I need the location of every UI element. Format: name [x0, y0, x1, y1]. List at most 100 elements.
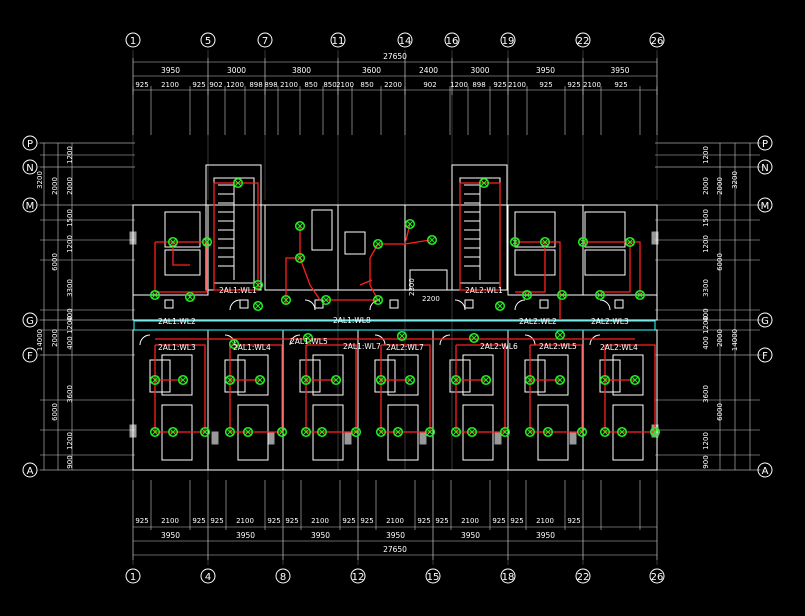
dim-text: 3950 — [610, 66, 629, 75]
dim-text: 14000 — [731, 329, 739, 351]
dim-text: 3950 — [536, 66, 555, 75]
light-fixture — [280, 294, 292, 306]
dim-text: 400 — [66, 336, 74, 349]
axis-bubble — [757, 197, 773, 213]
door-arc — [514, 299, 526, 311]
wall — [507, 204, 584, 296]
dim-text: 3600 — [702, 385, 710, 403]
fixture-ring — [629, 374, 641, 386]
fixture-cross — [596, 291, 604, 299]
dim-text: 900 — [66, 455, 74, 468]
light-fixture — [242, 426, 254, 438]
dim-text: 2100 — [280, 81, 298, 89]
fixture-ring — [649, 426, 661, 438]
dim-text: 3300 — [702, 279, 710, 297]
axis-bubble — [22, 197, 38, 213]
wall — [299, 359, 321, 393]
light-fixture — [167, 426, 179, 438]
fixture-cross — [296, 222, 304, 230]
fixture-cross — [428, 236, 436, 244]
light-fixture — [404, 374, 416, 386]
fixture-cross — [406, 376, 414, 384]
walls — [129, 164, 659, 471]
axis-bubble — [575, 568, 591, 584]
dim-text: 3950 — [311, 531, 330, 540]
dim-text: 3950 — [461, 531, 480, 540]
light-fixture — [372, 238, 384, 250]
axis-bubble — [22, 159, 38, 175]
light-fixture — [494, 300, 506, 312]
axis-label-top: 16 — [446, 36, 459, 47]
axis-bubble — [125, 32, 141, 48]
axis-bubble — [649, 32, 665, 48]
fixture-ring — [594, 289, 606, 301]
wall — [224, 359, 246, 393]
dim-text: 902 — [209, 81, 222, 89]
fixture-cross — [186, 293, 194, 301]
fixture-cross — [398, 332, 406, 340]
fixture-ring — [554, 374, 566, 386]
wire — [285, 226, 301, 305]
axis-bubble — [22, 347, 38, 363]
fixture-cross — [302, 428, 310, 436]
light-fixture — [554, 374, 566, 386]
fixture-cross — [226, 376, 234, 384]
axis-label-left: G — [26, 316, 34, 327]
room-dim-text: 2200 — [422, 295, 440, 303]
axis-bubble — [330, 32, 346, 48]
light-fixture — [294, 220, 306, 232]
fixture-ring — [320, 294, 332, 306]
fixture-cross — [578, 428, 586, 436]
axis-label-top: 11 — [332, 36, 345, 47]
fixture-ring — [480, 374, 492, 386]
fixture-cross — [296, 254, 304, 262]
dim-text: 2200 — [384, 81, 402, 89]
fixture-cross — [511, 238, 519, 246]
axis-bubble — [397, 32, 413, 48]
fixture-ring — [177, 374, 189, 386]
fixture-cross — [636, 291, 644, 299]
dim-text: 898 — [249, 81, 262, 89]
axis-bubble — [757, 312, 773, 328]
fixture-cross — [480, 179, 488, 187]
dim-text: 27650 — [383, 52, 407, 61]
circuit-label: 2AL2:WL5 — [539, 342, 577, 351]
wire — [299, 257, 321, 301]
wire — [630, 241, 641, 295]
door-arc — [374, 334, 386, 346]
wall — [584, 249, 626, 276]
dim-text: 2100 — [236, 517, 254, 525]
axis-label-bottom: 4 — [205, 572, 211, 583]
wall — [462, 354, 494, 396]
light-fixture — [542, 426, 554, 438]
fixture-cross — [169, 238, 177, 246]
circuit-label: 2AL1:WL1 — [219, 286, 257, 295]
dim-text: 925 — [342, 517, 355, 525]
fixture-ring — [232, 177, 244, 189]
wall — [264, 204, 339, 291]
fixture-cross — [601, 376, 609, 384]
dim-text: 1500 — [66, 209, 74, 227]
light-fixture — [426, 234, 438, 246]
circuit-label: 2AL2:WL4 — [600, 343, 638, 352]
light-fixture — [302, 332, 314, 344]
fixture-ring — [392, 426, 404, 438]
light-fixture — [316, 426, 328, 438]
fixture-ring — [426, 234, 438, 246]
fixture-cross — [501, 428, 509, 436]
light-fixture — [252, 279, 264, 291]
dim-text: 2100 — [536, 517, 554, 525]
fixture-ring — [300, 374, 312, 386]
fixture-ring — [224, 426, 236, 438]
fixture-ring — [450, 426, 462, 438]
fixture-ring — [316, 426, 328, 438]
light-fixture — [468, 332, 480, 344]
wall — [387, 354, 419, 396]
light-fixture — [616, 426, 628, 438]
fixture-ring — [149, 374, 161, 386]
wall — [164, 299, 174, 309]
fixture-cross — [579, 238, 587, 246]
wall — [612, 354, 644, 396]
light-fixture — [556, 289, 568, 301]
axis-label-right: P — [762, 139, 768, 150]
